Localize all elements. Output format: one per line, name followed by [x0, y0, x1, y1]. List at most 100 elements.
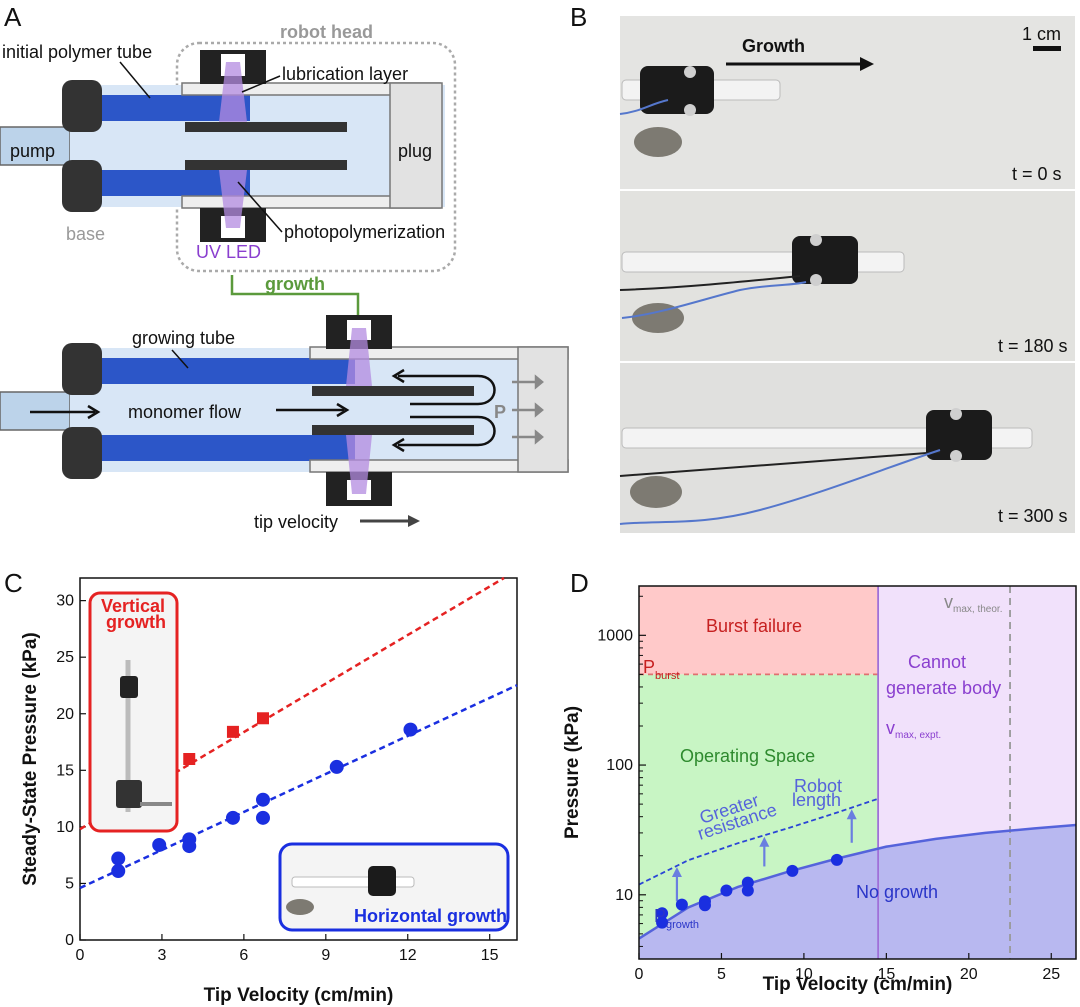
data-point-c-square [183, 753, 196, 765]
robot-length-label-2: length [792, 790, 841, 810]
head-screw-3b [950, 450, 962, 462]
p-burst-label: Pburst [643, 657, 679, 682]
vertical-base-photo [116, 780, 142, 808]
coin-photo-3 [630, 476, 682, 508]
initial-tube-leader [119, 61, 151, 99]
panel-b-letter: B [570, 2, 587, 32]
monomer-flow-label: monomer flow [128, 402, 242, 422]
coin-photo-1 [634, 127, 682, 157]
data-point-c-square [226, 725, 239, 738]
data-point-d [675, 898, 688, 911]
lubrication-label: lubrication layer [282, 64, 408, 84]
data-point-d [830, 853, 843, 866]
pump-label: pump [10, 141, 55, 161]
wire-black-photo-3 [619, 451, 941, 477]
y-tick-label-c: 30 [56, 593, 74, 610]
vmax-expt-label: vmax, expt. [886, 718, 941, 741]
data-point-c-circle [152, 837, 167, 852]
coin-photo-2 [632, 303, 684, 333]
flow-arrows [30, 368, 496, 453]
no-growth-region [639, 825, 1076, 959]
data-point-c-square [256, 712, 269, 725]
uv-led-label: UV LED [196, 242, 261, 262]
panel-a: A robot head initial polymer tube lubric [0, 2, 569, 532]
head-screw-1b [684, 104, 696, 116]
x-tick-label-c: 6 [239, 947, 248, 964]
no-growth-label: No growth [856, 882, 938, 902]
photopolymerization-label: photopolymerization [284, 222, 445, 242]
plug-label: plug [398, 141, 432, 161]
y-tick-label-d: 10 [615, 887, 633, 904]
initial-tube-label: initial polymer tube [2, 42, 152, 62]
y-axis-title-c: Steady-State Pressure (kPa) [20, 632, 41, 885]
robot-length-label-1: Robot [794, 776, 842, 796]
base-collar-top-a [62, 80, 102, 132]
x-tick-label-c: 12 [399, 947, 417, 964]
chart-d-regions [639, 586, 1076, 959]
inner-rod-bottom-a [185, 160, 347, 170]
growth-label-b: Growth [742, 36, 805, 56]
panel-d-letter: D [570, 568, 589, 598]
p-growth-curve [638, 823, 1077, 940]
tube-wall-top-lower [90, 358, 355, 384]
scale-bar [1033, 46, 1061, 51]
tip-velocity-arrowhead [408, 515, 420, 527]
robot-head-photo-3 [926, 410, 992, 460]
y-tick-label-c: 20 [56, 706, 74, 723]
data-point-c-circle [403, 722, 418, 737]
pressure-label: P [494, 402, 506, 422]
wire-blue-photo-2 [621, 281, 807, 319]
base-collar-top-lower [62, 343, 102, 395]
data-point-d [720, 884, 733, 897]
robot-head-label: robot head [280, 22, 373, 42]
growing-tube-leader [171, 349, 189, 369]
horizontal-growth-label: Horizontal growth [354, 906, 507, 926]
cannot-label-2: generate body [886, 678, 1001, 698]
growth-arrowhead-d-1 [759, 836, 770, 847]
vmax-theor-label: vmax, theor. [944, 592, 1002, 615]
cannot-label-1: Cannot [908, 652, 966, 672]
x-tick-label-c: 9 [321, 947, 330, 964]
inner-rod-top-a [185, 122, 347, 132]
resistance-curve [638, 797, 879, 886]
x-axis-title-c: Tip Velocity (cm/min) [204, 985, 394, 1006]
y-axis-title-d: Pressure (kPa) [562, 706, 583, 839]
x-tick-label-c: 3 [157, 947, 166, 964]
lubrication-leader [241, 75, 281, 93]
uv-beam-top-lower [346, 328, 372, 386]
data-point-c-circle [329, 759, 344, 774]
time-label-3: t = 300 s [998, 506, 1068, 526]
inner-rod-bottom-lower [312, 425, 474, 435]
data-point-d [698, 899, 711, 912]
tube-photo-2 [621, 251, 905, 273]
x-tick-label-d: 15 [877, 966, 895, 983]
data-point-d [656, 907, 669, 920]
head-screw-2a [810, 234, 822, 246]
tip-velocity-label: tip velocity [254, 512, 338, 532]
panel-c-letter: C [4, 568, 23, 598]
tube-wall-bottom-lower [90, 435, 355, 461]
uv-beam-bottom-lower [346, 435, 372, 494]
data-point-c-circle [225, 810, 240, 825]
x-tick-label-d: 5 [717, 966, 726, 983]
wire-photo-1 [619, 99, 669, 115]
y-tick-label-c: 5 [65, 875, 74, 892]
growth-arrowhead-d-2 [846, 809, 857, 820]
chart-d-frame [638, 585, 1077, 960]
growing-tube-label: growing tube [132, 328, 235, 348]
time-label-2: t = 180 s [998, 336, 1068, 356]
data-point-d [741, 884, 754, 897]
x-tick-label-d: 0 [635, 966, 644, 983]
data-point-c-circle [111, 863, 126, 878]
fit-line-c-1 [79, 684, 518, 890]
x-axis-title-d: Tip Velocity (cm/min) [763, 974, 953, 995]
panel-a-letter: A [4, 2, 22, 32]
x-tick-label-d: 10 [795, 966, 813, 983]
x-tick-label-d: 20 [960, 966, 978, 983]
robot-head-photo-2 [792, 236, 858, 284]
growth-bracket [230, 275, 360, 318]
head-screw-3a [950, 408, 962, 420]
